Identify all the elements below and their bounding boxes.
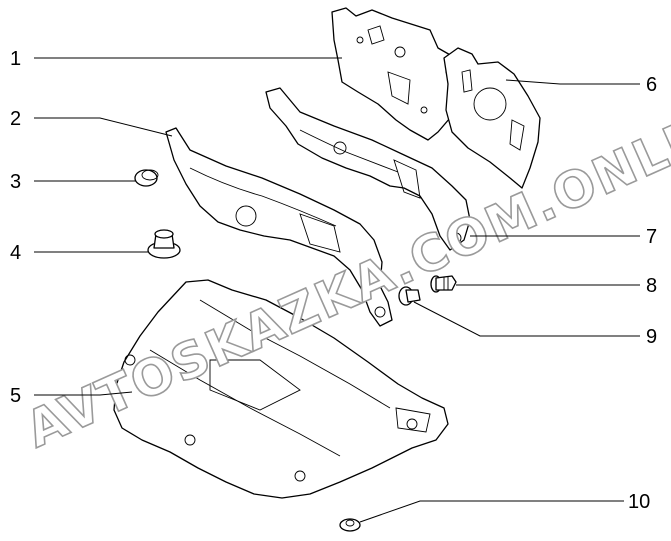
callout-10: 10 — [628, 491, 650, 513]
leader-9 — [413, 301, 640, 337]
callout-7: 7 — [646, 226, 657, 248]
leader-10 — [359, 500, 624, 523]
part-6-side-panel — [443, 47, 541, 189]
leader-lines — [34, 57, 640, 523]
callout-8: 8 — [646, 275, 657, 297]
callout-1: 1 — [10, 48, 21, 70]
part-7-upper-shield — [265, 87, 471, 251]
callout-5: 5 — [10, 385, 21, 407]
callout-3: 3 — [10, 171, 21, 193]
part-4-bumper — [147, 229, 181, 259]
callout-2: 2 — [10, 108, 21, 130]
leader-2 — [34, 117, 173, 137]
part-5-hood-pad — [113, 279, 449, 499]
part-8-screw — [430, 275, 457, 293]
callout-6: 6 — [646, 74, 657, 96]
part-9-clip — [398, 286, 421, 306]
callout-4: 4 — [10, 242, 21, 264]
callout-numbers: 1 2 3 4 5 6 7 8 9 10 — [10, 48, 657, 513]
part-2-lower-shield — [165, 127, 393, 327]
part-10-fastener — [339, 518, 361, 532]
callout-9: 9 — [646, 326, 657, 348]
leader-6 — [505, 79, 640, 85]
part-1-insulation-panel — [331, 7, 457, 141]
part-3-plug — [134, 169, 159, 187]
leader-5 — [34, 391, 133, 396]
